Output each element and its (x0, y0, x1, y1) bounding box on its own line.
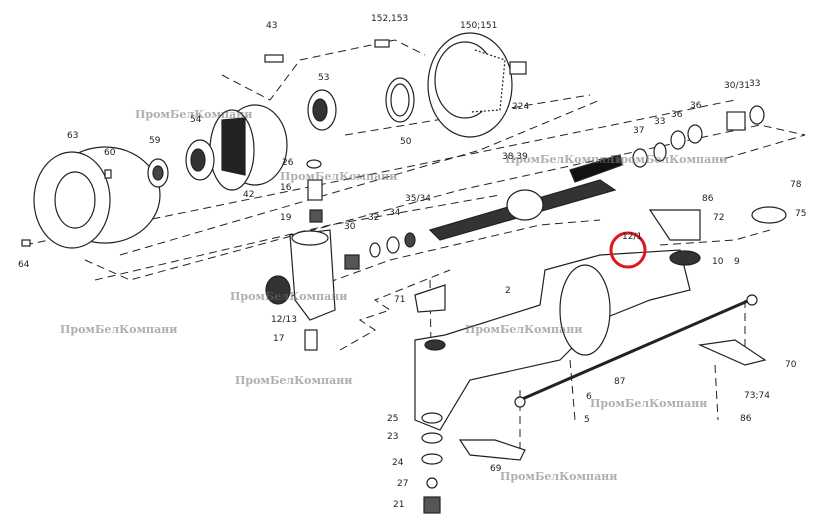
part-label-16: 16 (280, 183, 292, 193)
brake-drum (33, 146, 161, 249)
part-label-43: 43 (266, 21, 278, 31)
part-label-24: 24 (392, 458, 404, 468)
part-label-86: 86 (702, 194, 714, 204)
part-label-6: 6 (586, 392, 592, 402)
part-label-64: 64 (18, 260, 30, 270)
part-label-59: 59 (149, 136, 161, 146)
part-label-86: 86 (740, 414, 752, 424)
part-label-30: 30 (344, 222, 356, 232)
part-label-12-1: 12/1 (622, 232, 643, 242)
part-label-33: 33 (749, 79, 761, 89)
hub (209, 104, 288, 191)
part-label-34: 34 (389, 208, 401, 218)
part-label-152-153: 152,153 (371, 14, 409, 24)
watermark-text: ПромБелКомпани (590, 397, 708, 410)
watermark-text: ПромБелКомпани (610, 153, 728, 166)
part-label-38-39: 38,39 (502, 152, 528, 162)
part-label-12-13: 12/13 (271, 315, 297, 325)
part-label-2: 2 (505, 286, 511, 296)
part-label-53: 53 (318, 73, 330, 83)
part-label-63: 63 (67, 131, 79, 141)
part-label-150-151: 150;151 (460, 21, 498, 31)
bearings (147, 77, 415, 188)
part-label-17: 17 (273, 334, 285, 344)
part-label-21: 21 (393, 500, 405, 510)
part-label-32: 32 (368, 213, 380, 223)
part-label-37: 37 (633, 126, 645, 136)
part-label-35-34: 35/34 (405, 194, 431, 204)
small-parts (21, 39, 416, 351)
part-label-42: 42 (243, 190, 255, 200)
part-label-72: 72 (713, 213, 725, 223)
part-label-50: 50 (400, 137, 412, 147)
kingpin-stack (421, 412, 443, 514)
highlight-circle (609, 231, 647, 269)
watermark-text: ПромБелКомпани (280, 170, 398, 183)
part-label-33: 33 (654, 117, 666, 127)
backing-plate (427, 32, 527, 138)
axle-beam (414, 249, 701, 431)
part-label-26: 26 (282, 158, 294, 168)
watermark-text: ПромБелКомпани (60, 323, 178, 336)
assembly-dashed-lines (24, 39, 806, 460)
part-label-70: 70 (785, 360, 797, 370)
part-label-36: 36 (690, 101, 702, 111)
watermark-text: ПромБелКомпани (465, 323, 583, 336)
part-label-9: 9 (734, 257, 740, 267)
watermark-text: ПромБелКомпани (135, 108, 253, 121)
part-label-75: 75 (795, 209, 807, 219)
watermark-text: ПромБелКомпани (500, 470, 618, 483)
part-label-73-74: 73;74 (744, 391, 770, 401)
drive-shaft (428, 154, 623, 241)
part-label-87: 87 (614, 377, 626, 387)
part-label-5: 5 (584, 415, 590, 425)
part-label-78: 78 (790, 180, 802, 190)
watermark-text: ПромБелКомпани (505, 153, 623, 166)
tie-rod (514, 294, 758, 408)
part-label-36: 36 (671, 110, 683, 120)
part-label-27: 27 (397, 479, 409, 489)
part-label-71: 71 (394, 295, 406, 305)
part-label-30-31: 30/31 (724, 81, 750, 91)
part-label-69: 69 (490, 464, 502, 474)
part-label-60: 60 (104, 148, 116, 158)
part-label-23: 23 (387, 432, 399, 442)
steering-arms (414, 206, 787, 461)
part-label-224: 224 (512, 102, 530, 112)
part-label-25: 25 (387, 414, 399, 424)
watermark-text: ПромБелКомпани (235, 374, 353, 387)
watermark-text: ПромБелКомпани (230, 290, 348, 303)
part-label-54: 54 (190, 115, 202, 125)
shaft-rings (632, 105, 765, 168)
steering-knuckle (265, 229, 336, 321)
part-label-19: 19 (280, 213, 292, 223)
part-label-10: 10 (712, 257, 724, 267)
